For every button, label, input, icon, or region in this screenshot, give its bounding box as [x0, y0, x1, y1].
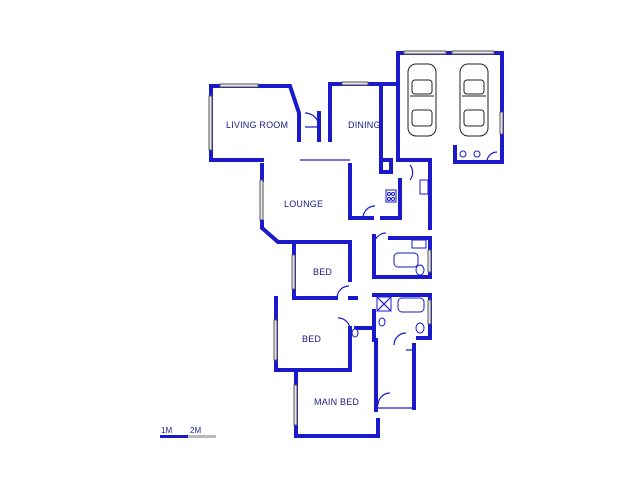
dining-room [328, 81, 432, 174]
scale-segment-light [188, 435, 216, 438]
bedroom-1 [291, 240, 358, 300]
main-bed-window [293, 384, 298, 426]
basin-icon [411, 239, 427, 249]
living-room-window-left [208, 95, 213, 151]
bedroom-2-window [273, 319, 278, 361]
bedroom-1-window [291, 254, 296, 290]
room-label-bed-1: BED [313, 267, 332, 277]
toilet-icon [415, 264, 425, 276]
room-label-bed-2: BED [302, 334, 321, 344]
garage-door-left [403, 50, 447, 55]
bathroom-1-window [427, 249, 432, 273]
main-bedroom [293, 338, 416, 438]
car-right-icon [459, 63, 489, 137]
bathroom-1 [372, 232, 432, 279]
scale-label-1m: 1M [161, 426, 172, 435]
kitchen-sink-icon [419, 179, 429, 195]
bathroom-2-window [427, 299, 432, 325]
dining-window [341, 81, 369, 86]
garage-door-right [451, 50, 495, 55]
bedroom-2-fixture-icon [351, 328, 359, 338]
car-left-icon [407, 63, 437, 137]
room-label-dining: DINING [348, 120, 381, 130]
room-label-main-bed: MAIN BED [314, 397, 359, 407]
lounge-window [259, 179, 264, 221]
bathtub-icon [393, 252, 419, 268]
room-label-lounge: LOUNGE [284, 199, 323, 209]
scale-label-2m: 2M [190, 426, 201, 435]
kitchen [348, 158, 432, 230]
living-room [208, 82, 332, 162]
basin-2-icon [378, 317, 386, 327]
garage [396, 50, 504, 164]
bathtub-2-icon [397, 297, 425, 313]
garage-fixture-icon [459, 150, 467, 158]
scale-segment-dark [160, 435, 188, 438]
garage-window [499, 111, 504, 135]
bathroom-2 [372, 293, 432, 346]
scale-bar: 1M 2M [160, 426, 216, 438]
garage-fixture-icon [473, 150, 481, 158]
toilet-2-icon [415, 322, 425, 334]
room-label-living-room: LIVING ROOM [226, 120, 288, 130]
living-room-window-top [219, 83, 259, 88]
lounge [259, 159, 350, 244]
stove-icon [385, 189, 397, 203]
bedroom-2 [273, 296, 374, 372]
